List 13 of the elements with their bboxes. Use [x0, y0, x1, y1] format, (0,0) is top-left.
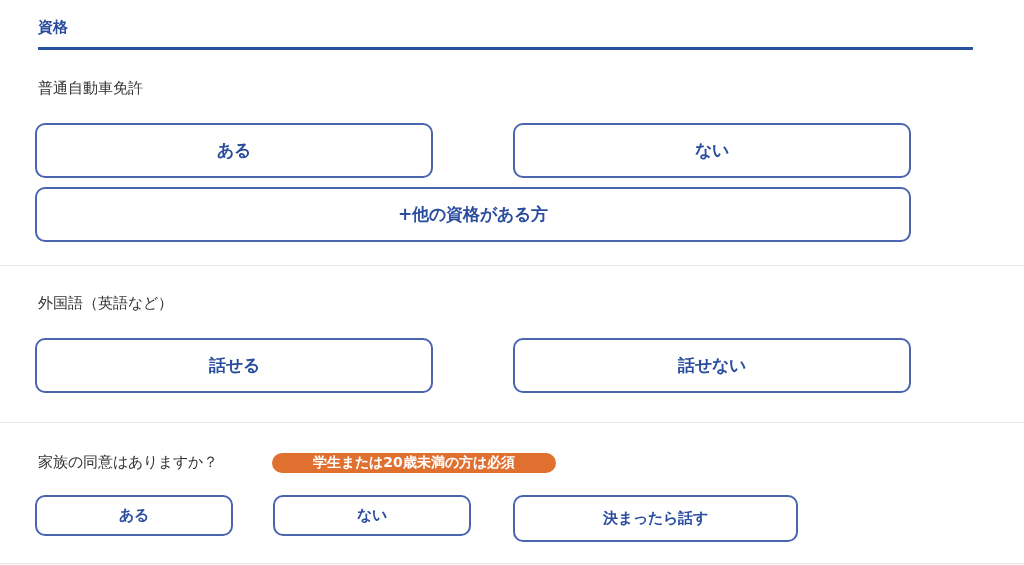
required-badge: 学生または20歳未満の方は必須	[272, 453, 556, 473]
section-heading: 資格	[38, 18, 68, 37]
question-label: 普通自動車免許	[38, 79, 143, 98]
option-button: +他の資格がある方	[35, 187, 911, 242]
option-button: ない	[513, 123, 911, 178]
option-button: 決まったら話す	[513, 495, 798, 542]
question-label: 外国語（英語など）	[38, 294, 173, 313]
option-button: ある	[35, 123, 433, 178]
option-button: ない	[273, 495, 471, 536]
option-button: ある	[35, 495, 233, 536]
option-button: 話せない	[513, 338, 911, 393]
question-label: 家族の同意はありますか？	[38, 453, 218, 472]
option-button: 話せる	[35, 338, 433, 393]
